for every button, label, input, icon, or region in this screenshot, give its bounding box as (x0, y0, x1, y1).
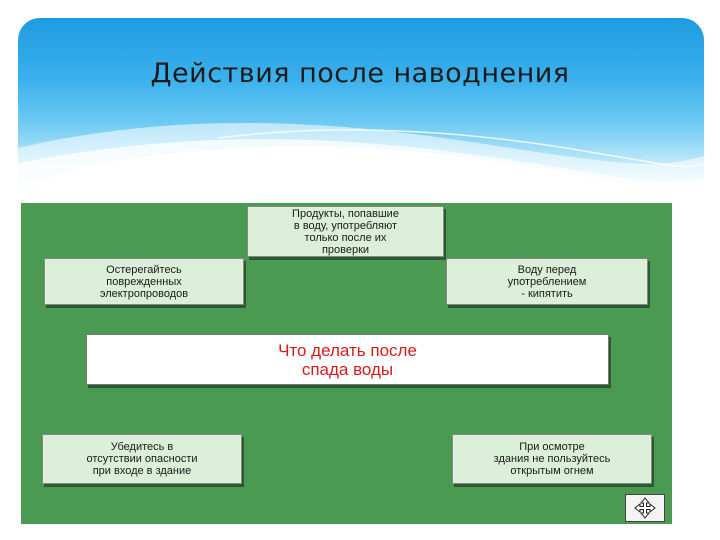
slide-title: Действия после наводнения (150, 58, 570, 89)
navigation-button[interactable] (625, 494, 665, 522)
box-boil-water: Воду перед употреблением - кипятить (446, 258, 648, 305)
move-arrows-icon (634, 497, 656, 519)
box-check-safety: Убедитесь в отсутствии опасности при вхо… (42, 434, 242, 484)
center-question-box: Что делать после спада воды (86, 334, 609, 385)
wave-decoration (18, 123, 704, 194)
slide-header (18, 18, 704, 194)
box-food-check: Продукты, попавшие в воду, употребляют т… (247, 206, 444, 257)
box-no-open-fire: При осмотре здания не пользуйтесь открыт… (452, 434, 652, 484)
box-wires-warning: Остерегайтесь поврежденных электропровод… (44, 258, 244, 305)
